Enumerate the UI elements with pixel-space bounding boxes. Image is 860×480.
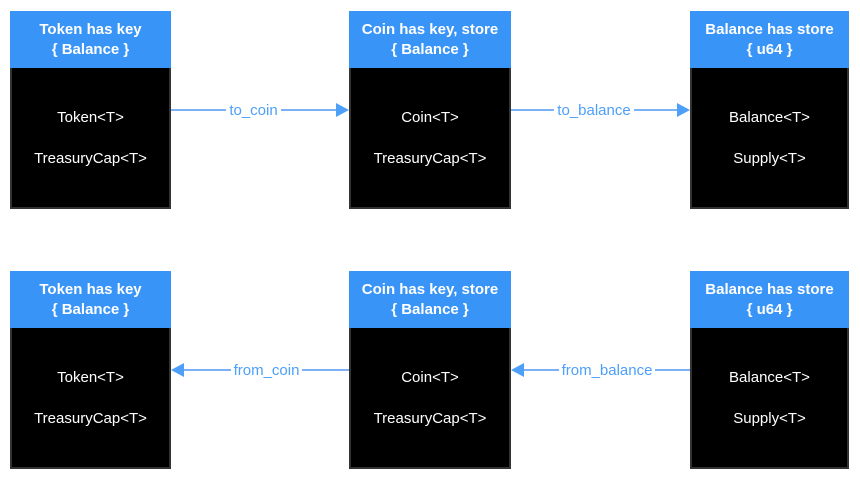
box-header-line2: { u64 } [746,300,793,318]
arrowhead-right-icon [677,103,690,117]
arrow-to-coin: to_coin [171,100,349,120]
token-struct-box-row1: Token has key { Balance } Token<T> Treas… [10,11,171,209]
arrowhead-right-icon [336,103,349,117]
box-body: Token<T> TreasuryCap<T> [10,68,171,209]
box-header-line1: Balance has store [705,20,834,38]
box-header-line1: Token has key [39,20,142,38]
arrow-line [655,369,691,371]
struct-field: TreasuryCap<T> [373,149,487,167]
box-header: Balance has store { u64 } [690,11,849,68]
box-header: Balance has store { u64 } [690,271,849,328]
struct-field: TreasuryCap<T> [34,149,147,167]
struct-field: Supply<T> [733,409,806,427]
arrow-label: from_coin [233,361,300,379]
box-body: Coin<T> TreasuryCap<T> [349,328,511,469]
struct-field: Balance<T> [729,368,810,386]
box-body: Balance<T> Supply<T> [690,328,849,469]
coin-struct-box-row2: Coin has key, store { Balance } Coin<T> … [349,271,511,469]
struct-field: Supply<T> [733,149,806,167]
arrow-from-balance: from_balance [511,360,691,380]
box-header-line2: { u64 } [746,40,793,58]
box-header-line1: Coin has key, store [361,280,499,298]
balance-struct-box-row1: Balance has store { u64 } Balance<T> Sup… [690,11,849,209]
arrowhead-left-icon [171,363,184,377]
arrow-label: from_balance [561,361,653,379]
balance-struct-box-row2: Balance has store { u64 } Balance<T> Sup… [690,271,849,469]
arrowhead-left-icon [511,363,524,377]
arrow-line [633,109,677,111]
struct-field: Token<T> [57,368,124,386]
struct-field: Coin<T> [401,368,459,386]
box-header-line2: { Balance } [391,300,469,318]
arrow-line [171,109,227,111]
box-header-line1: Token has key [39,280,142,298]
arrow-from-coin: from_coin [171,360,350,380]
arrow-line [302,369,350,371]
struct-field: Token<T> [57,108,124,126]
box-body: Coin<T> TreasuryCap<T> [349,68,511,209]
box-header: Coin has key, store { Balance } [349,271,511,328]
box-body: Token<T> TreasuryCap<T> [10,328,171,469]
box-body: Balance<T> Supply<T> [690,68,849,209]
box-header-line2: { Balance } [391,40,469,58]
struct-field: Coin<T> [401,108,459,126]
arrow-label: to_coin [229,101,278,119]
arrow-line [280,109,336,111]
box-header: Token has key { Balance } [10,11,171,68]
box-header-line1: Coin has key, store [361,20,499,38]
arrow-label: to_balance [557,101,631,119]
struct-field: Balance<T> [729,108,810,126]
arrow-line [184,369,231,371]
arrow-line [511,109,555,111]
box-header-line2: { Balance } [51,40,130,58]
arrow-line [524,369,559,371]
arrow-to-balance: to_balance [511,100,690,120]
box-header-line1: Balance has store [705,280,834,298]
box-header: Coin has key, store { Balance } [349,11,511,68]
token-struct-box-row2: Token has key { Balance } Token<T> Treas… [10,271,171,469]
box-header: Token has key { Balance } [10,271,171,328]
struct-field: TreasuryCap<T> [34,409,147,427]
coin-struct-box-row1: Coin has key, store { Balance } Coin<T> … [349,11,511,209]
struct-field: TreasuryCap<T> [373,409,487,427]
box-header-line2: { Balance } [51,300,130,318]
